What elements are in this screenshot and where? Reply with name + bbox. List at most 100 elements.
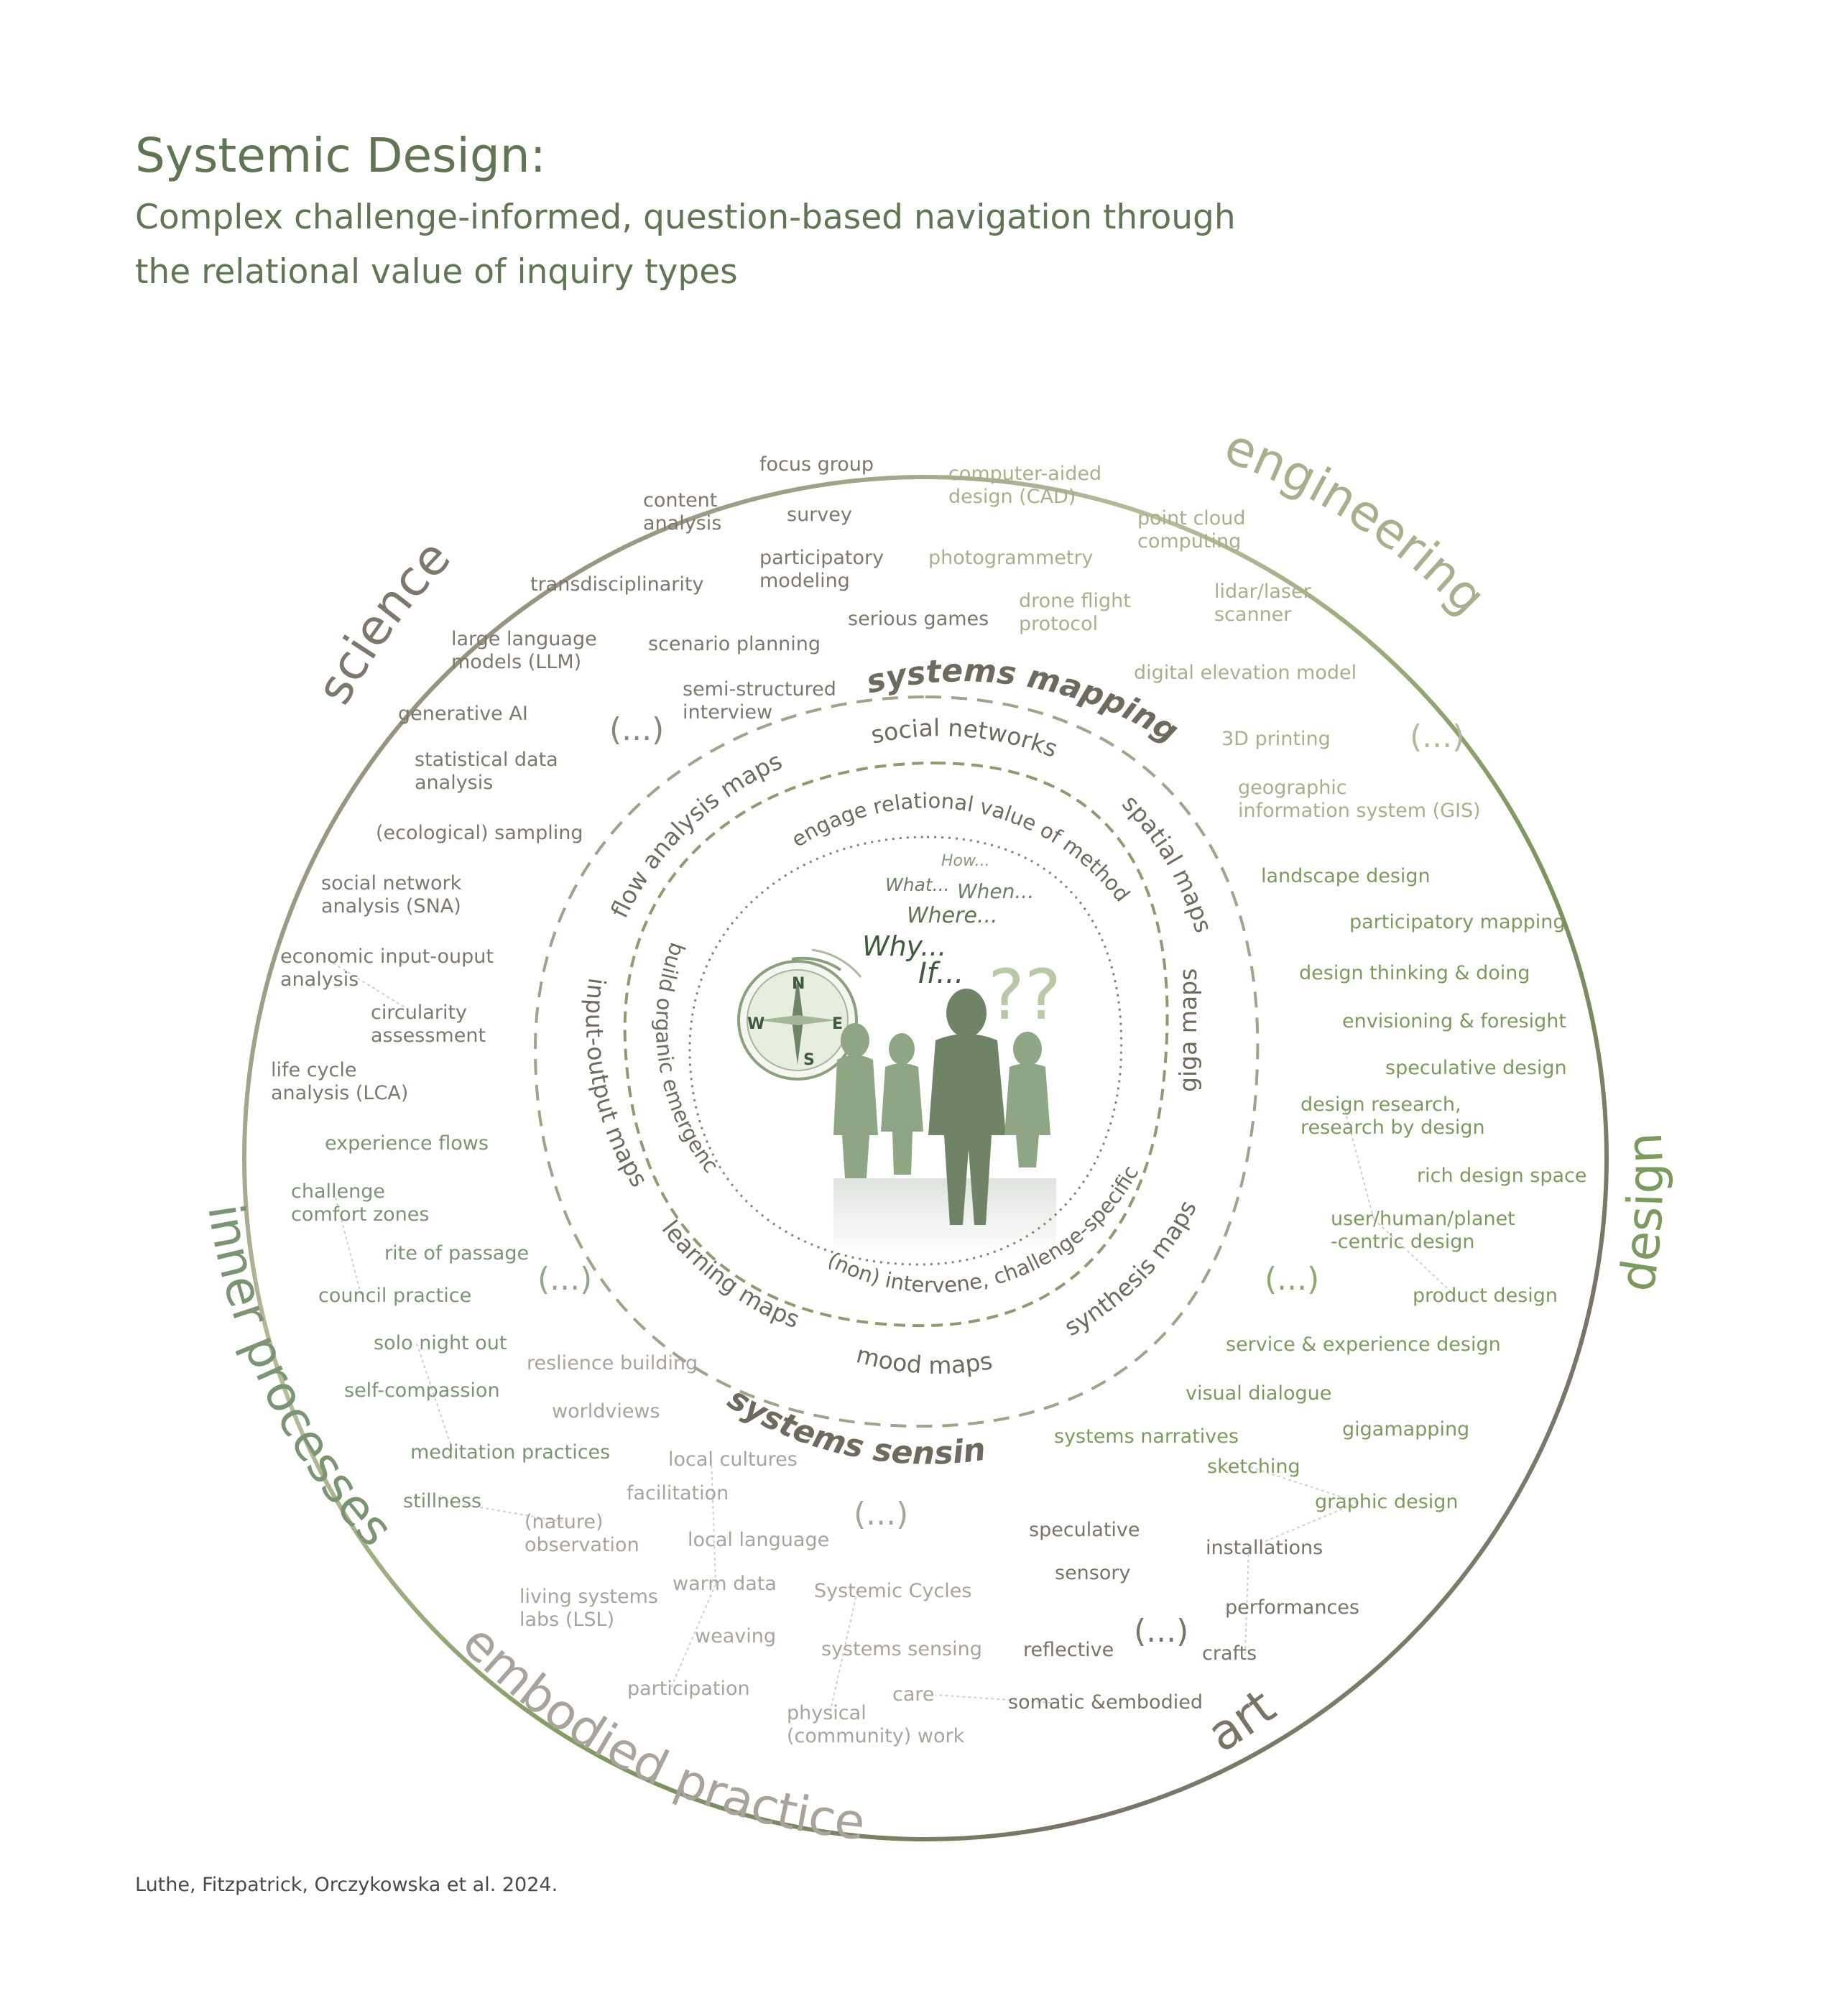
method-line: participatory mapping [1349, 911, 1566, 933]
method-line: point cloud [1137, 507, 1246, 530]
label-science: science [305, 529, 461, 713]
method-line: computing [1137, 530, 1241, 552]
method-line: local language [688, 1529, 829, 1551]
method-line: assessment [371, 1025, 486, 1047]
method-line: somatic &embodied [1008, 1691, 1203, 1714]
question-what: What... [885, 874, 950, 895]
method-line: physical [787, 1702, 867, 1724]
question-words: How... What... When... Where... Why... I… [862, 852, 1061, 1035]
compass-w: W [747, 1015, 764, 1033]
method-line: stillness [403, 1490, 481, 1512]
method-embodied-11: participation [627, 1678, 750, 1700]
method-science-4: transdisciplinarity [530, 573, 703, 596]
method-line: care [892, 1683, 935, 1706]
method-line: visual dialogue [1186, 1382, 1331, 1405]
method-design-7: user/human/planet-centric design [1331, 1208, 1515, 1253]
method-science-11: (ecological) sampling [376, 822, 583, 844]
method-art-5: crafts [1202, 1642, 1257, 1665]
method-line: labs (LSL) [519, 1609, 614, 1631]
connector-line [323, 956, 415, 1014]
ellipsis-markers: (...) (...) (...) (...) (...) (...) [537, 711, 1464, 1650]
connector-line [1244, 1548, 1249, 1655]
method-design-10: visual dialogue [1186, 1382, 1331, 1405]
method-line: user/human/planet [1331, 1208, 1515, 1230]
label-design: design [1609, 1131, 1675, 1295]
method-inner-3: council practice [318, 1285, 471, 1307]
method-line: statistical data [415, 749, 558, 771]
method-art-1: installations [1206, 1537, 1323, 1559]
method-design-14: graphic design [1315, 1491, 1459, 1513]
method-line: transdisciplinarity [530, 573, 703, 596]
method-line: generative AI [398, 703, 528, 725]
ring-social-networks-text: social networks [869, 713, 1062, 763]
label-design-text: design [1609, 1131, 1675, 1295]
question-why: Why... [862, 930, 946, 962]
question-if: If... [918, 957, 964, 990]
method-line: circularity [371, 1002, 467, 1024]
ellipsis-embodied: (...) [854, 1496, 908, 1532]
method-line: rite of passage [384, 1242, 529, 1264]
method-line: scanner [1214, 604, 1292, 626]
ellipsis-inner: (...) [537, 1261, 592, 1298]
method-design-0: landscape design [1261, 865, 1431, 887]
method-line: comfort zones [291, 1203, 429, 1226]
method-design-3: envisioning & foresight [1342, 1010, 1566, 1032]
method-line: envisioning & foresight [1342, 1010, 1566, 1032]
method-line: installations [1206, 1537, 1323, 1559]
method-design-5: design research,research by design [1300, 1093, 1485, 1139]
method-line: speculative design [1385, 1057, 1567, 1079]
method-line: local cultures [668, 1448, 798, 1471]
method-line: Systemic Cycles [814, 1580, 971, 1602]
method-inner-5: self-compassion [344, 1379, 500, 1402]
method-line: (ecological) sampling [376, 822, 583, 844]
method-inner-4: solo night out [374, 1332, 507, 1354]
method-science-1: focus group [759, 453, 874, 476]
method-line: design (CAD) [948, 486, 1076, 508]
method-science-2: survey [787, 504, 852, 526]
systems-ring [533, 695, 1260, 1428]
method-art-2: sensory [1055, 1562, 1130, 1584]
question-where: Where... [907, 903, 998, 928]
method-embodied-12: care [892, 1683, 935, 1706]
method-line: council practice [318, 1285, 471, 1307]
method-line: social network [321, 872, 462, 894]
ellipsis-engineering: (...) [1410, 718, 1464, 755]
method-line: large language [451, 628, 597, 650]
question-how: How... [941, 852, 990, 870]
compass-s: S [803, 1051, 815, 1069]
method-line: 3D printing [1221, 728, 1331, 750]
method-line: analysis (LCA) [271, 1082, 408, 1104]
method-line: analysis (SNA) [321, 895, 461, 917]
method-line: graphic design [1315, 1491, 1459, 1513]
method-line: lidar/laser [1214, 581, 1312, 603]
ring-mood-maps: mood maps [854, 1340, 994, 1379]
method-line: drone flight [1019, 590, 1131, 612]
method-embodied-1: worldviews [552, 1400, 660, 1423]
connector-line [1373, 1219, 1456, 1297]
method-line: (nature) [525, 1511, 604, 1533]
ring-spatial-maps: spatial maps [1117, 789, 1218, 935]
method-embodied-2: local cultures [668, 1448, 798, 1471]
method-line: meditation practices [410, 1441, 610, 1463]
method-design-6: rich design space [1417, 1165, 1587, 1187]
ring-learning-maps-text: learning maps [657, 1215, 804, 1333]
method-art-4: reflective [1023, 1639, 1114, 1661]
method-line: observation [525, 1534, 639, 1556]
method-line: participatory [759, 547, 884, 569]
method-line: modeling [759, 570, 850, 592]
ring-flow-analysis-maps-text: flow analysis maps [605, 746, 786, 922]
method-art-0: speculative [1029, 1519, 1140, 1541]
method-line: life cycle [271, 1059, 356, 1081]
people-silhouette-icon [833, 989, 1056, 1257]
method-line: photogrammetry [928, 547, 1094, 569]
method-design-9: service & experience design [1226, 1333, 1501, 1356]
